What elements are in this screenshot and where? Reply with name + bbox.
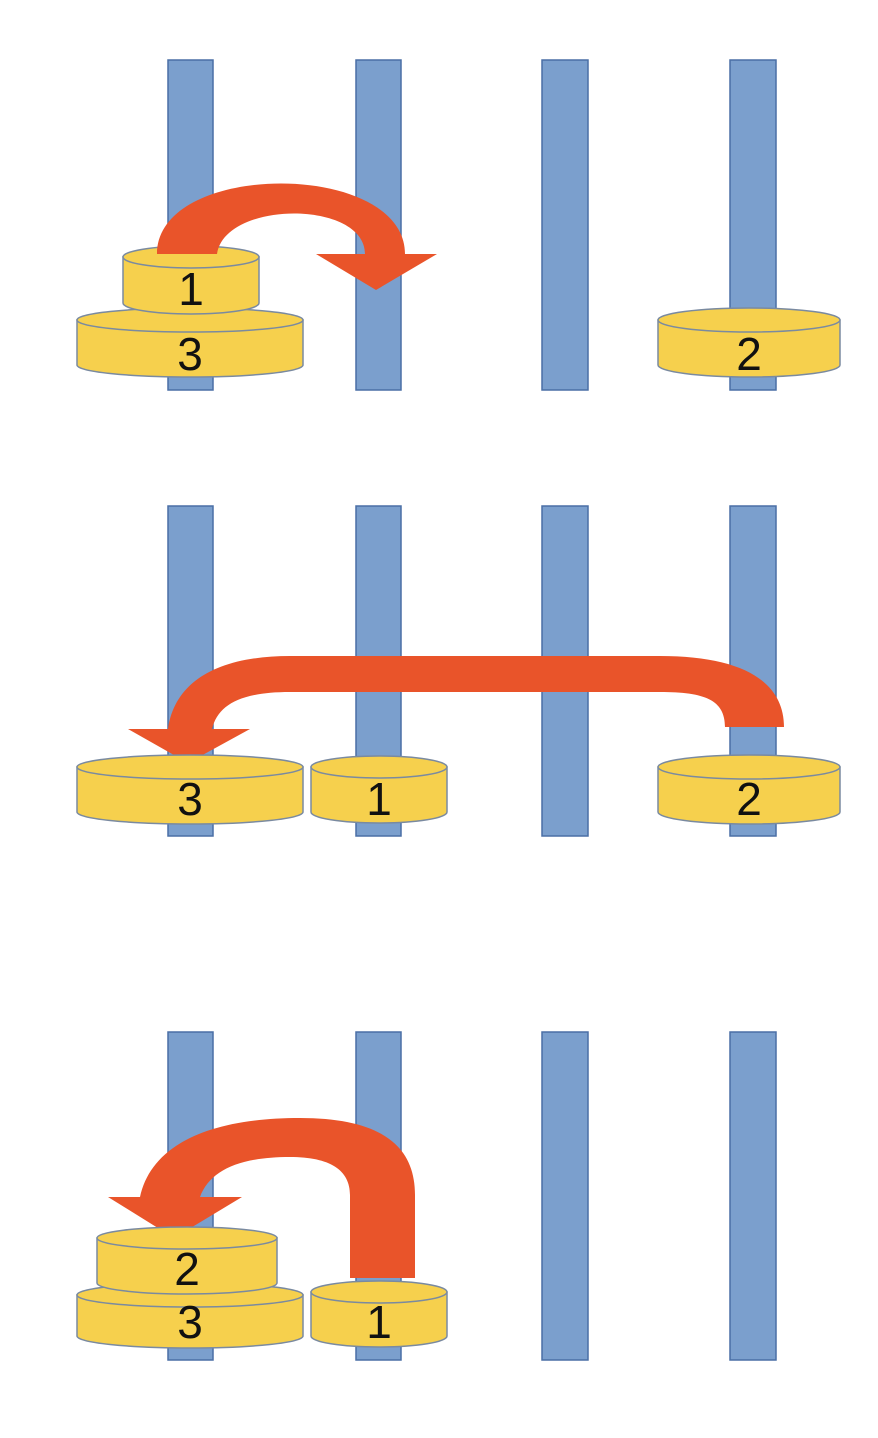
disk-label: 2 (174, 1243, 200, 1295)
disk-1: 1 (310, 755, 448, 825)
peg-3 (541, 59, 589, 391)
disk-label: 3 (177, 328, 203, 380)
peg-3 (541, 1031, 589, 1361)
disk-1: 1 (310, 1280, 448, 1348)
disk-2: 2 (96, 1226, 278, 1295)
panel-step-2: 3 1 2 (76, 505, 841, 837)
disk-label: 2 (736, 328, 762, 380)
disk-label: 3 (177, 773, 203, 825)
disk-3: 3 (76, 307, 304, 380)
disk-label: 3 (177, 1296, 203, 1348)
disk-label: 1 (366, 773, 392, 825)
panel-step-3: 3 2 1 (76, 1031, 777, 1361)
disk-2: 2 (657, 754, 841, 825)
disk-label: 2 (736, 773, 762, 825)
disk-2: 2 (657, 307, 841, 380)
move-arrow (108, 1118, 415, 1278)
disk-1: 1 (122, 245, 260, 315)
panel-step-1: 3 1 2 (76, 59, 841, 391)
disk-label: 1 (366, 1296, 392, 1348)
disk-3: 3 (76, 754, 304, 825)
move-arrow (157, 183, 437, 290)
peg-4 (729, 1031, 777, 1361)
move-arrow (128, 656, 784, 763)
disk-label: 1 (178, 263, 204, 315)
